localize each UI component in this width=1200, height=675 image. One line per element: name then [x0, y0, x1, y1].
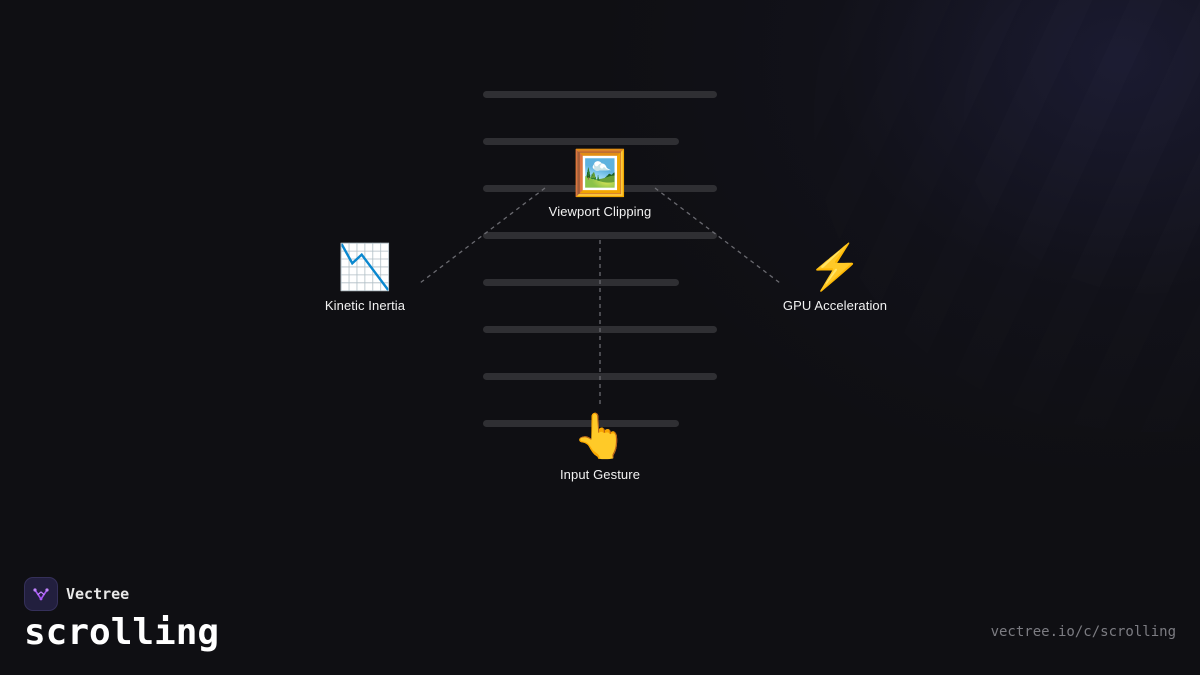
node-label: Viewport Clipping — [548, 204, 652, 219]
scroll-line — [483, 279, 679, 286]
node-kinetic-inertia: 📉 Kinetic Inertia — [275, 243, 455, 314]
node-label: Input Gesture — [559, 467, 641, 482]
brand[interactable]: Vectree — [24, 577, 129, 611]
node-label: GPU Acceleration — [782, 298, 888, 313]
scroll-line — [483, 420, 679, 427]
connector-viewport-to-gpu — [654, 187, 781, 284]
scroll-line — [483, 185, 717, 192]
scroll-line — [483, 232, 717, 239]
brand-name: Vectree — [66, 585, 130, 603]
pointing-hand-icon: 👆 — [572, 412, 628, 461]
page-url-link[interactable]: vectree.io/c/scrolling — [990, 624, 1176, 640]
node-label: Kinetic Inertia — [324, 298, 406, 313]
scroll-line — [483, 91, 717, 98]
lightning-icon: ⚡ — [807, 243, 863, 292]
connector-viewport-to-inertia — [419, 187, 546, 284]
node-viewport-clipping: 🖼️ Viewport Clipping — [510, 149, 690, 220]
chart-decreasing-icon: 📉 — [337, 243, 393, 292]
node-gpu-acceleration: ⚡ GPU Acceleration — [745, 243, 925, 314]
framed-picture-icon: 🖼️ — [572, 149, 628, 198]
page-title: scrolling — [24, 612, 220, 653]
scroll-line — [483, 138, 679, 145]
node-input-gesture: 👆 Input Gesture — [510, 412, 690, 483]
vectree-logo-icon — [24, 577, 58, 611]
